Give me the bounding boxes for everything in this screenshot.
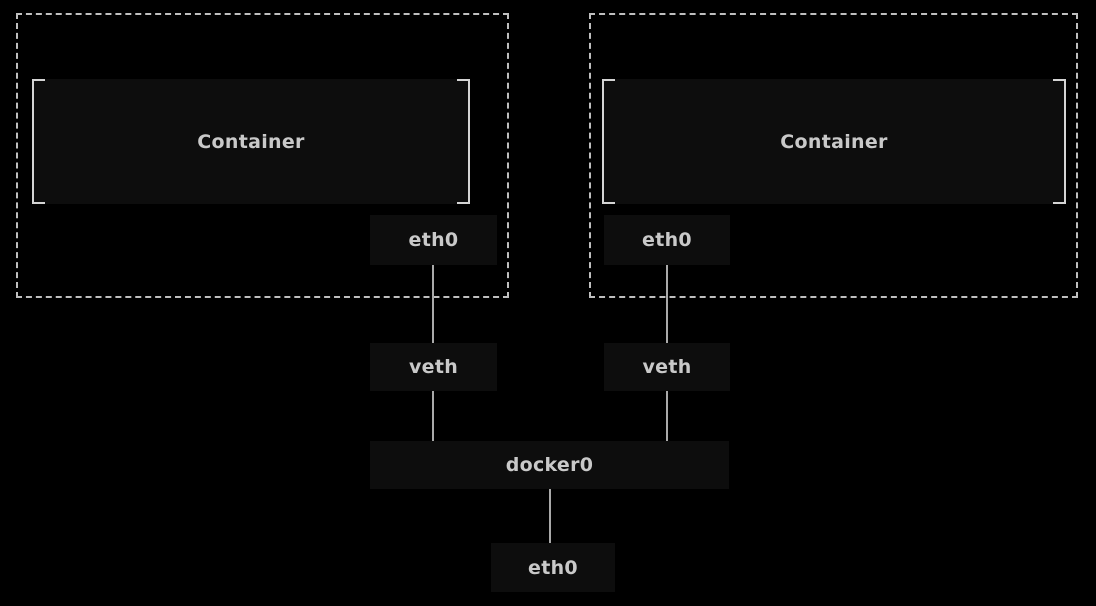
connector-right-eth0-to-veth <box>666 264 668 344</box>
container-label-right: Container <box>780 130 888 153</box>
docker0-label: docker0 <box>505 454 594 476</box>
host-eth0-label: eth0 <box>528 556 578 579</box>
connector-left-eth0-to-veth <box>432 264 434 344</box>
veth-node-right: veth <box>604 343 730 391</box>
container-label-left: Container <box>197 130 305 153</box>
veth-label-left: veth <box>408 356 459 378</box>
eth0-node-left: eth0 <box>370 215 497 265</box>
container-node-right: Container <box>602 79 1066 204</box>
container-right-bracket <box>1053 79 1066 204</box>
namespace-box-right <box>589 13 1078 298</box>
veth-node-left: veth <box>370 343 497 391</box>
host-eth0-node: eth0 <box>491 543 615 592</box>
docker0-bridge-node: docker0 <box>370 441 729 489</box>
container-right-bracket <box>457 79 470 204</box>
container-left-bracket <box>32 79 45 204</box>
veth-label-right: veth <box>642 356 692 378</box>
connector-docker0-to-host-eth0 <box>549 488 551 544</box>
connector-left-veth-to-docker0 <box>432 390 434 442</box>
namespace-box-left <box>16 13 509 298</box>
eth0-label-left: eth0 <box>408 229 459 251</box>
container-node-left: Container <box>32 79 470 204</box>
eth0-node-right: eth0 <box>604 215 730 265</box>
container-left-bracket <box>602 79 615 204</box>
connector-right-veth-to-docker0 <box>666 390 668 442</box>
eth0-label-right: eth0 <box>642 229 692 251</box>
